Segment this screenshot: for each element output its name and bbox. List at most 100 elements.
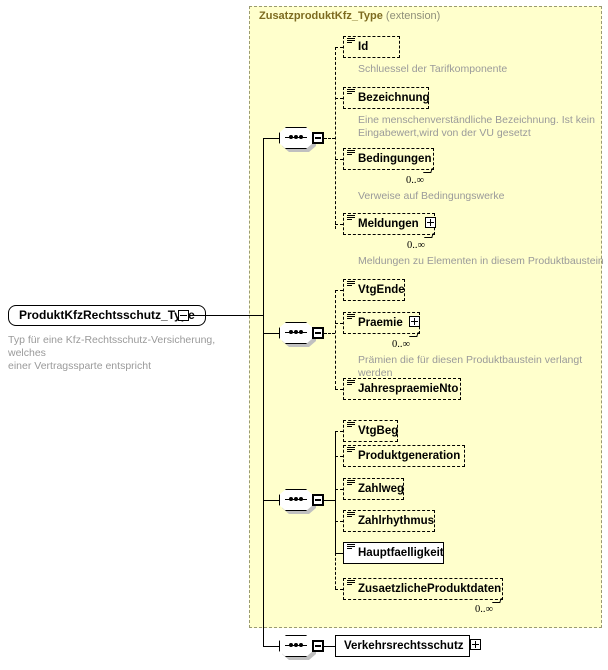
element-box-hauptfaelligkeit[interactable]: Hauptfaelligkeit <box>343 542 446 566</box>
element-label: Bedingungen <box>358 153 432 165</box>
main-trunk-line <box>263 138 264 646</box>
branch-line-bezeichnung <box>335 98 343 99</box>
element-label: Bezeichnung <box>358 92 430 104</box>
element-lines-icon <box>347 215 355 222</box>
cardinality-zusaetzlicheproduktdaten: 0..∞ <box>475 604 493 615</box>
root-annotation: Typ für eine Kfz-Rechtsschutz-Versicheru… <box>8 334 216 372</box>
root-type-box[interactable]: ProduktKfzRechtsschutz_Type <box>8 305 208 328</box>
element-lines-icon <box>347 447 355 454</box>
element-box-shadow <box>347 40 402 60</box>
cardinality-bedingungen: 0..∞ <box>406 175 424 186</box>
element-lines-icon <box>347 380 355 387</box>
branch-line-id <box>335 47 343 48</box>
sequence-2-stub <box>324 333 335 334</box>
element-label: Verkehrsrechtsschutz <box>344 640 464 652</box>
sequence-2-dot <box>299 330 303 334</box>
sequence-4-stub <box>324 646 335 647</box>
root-type-label: ProduktKfzRechtsschutz_Type <box>19 308 195 322</box>
sequence-1-dot <box>299 135 303 139</box>
annotation-praemie: Prämien die für diesen Produktbaustein v… <box>358 354 583 379</box>
element-box-praemie[interactable]: Praemie <box>343 312 422 336</box>
element-label: Zahlweg <box>358 483 405 495</box>
sequence-3-bus-solid <box>335 431 336 553</box>
element-lines-icon <box>347 150 355 157</box>
element-label: Meldungen <box>358 218 419 230</box>
sequence-compositor-1[interactable] <box>279 127 324 152</box>
sequence-2-dot <box>289 330 293 334</box>
element-box-meldungen[interactable]: Meldungen <box>343 213 437 237</box>
meldungen-plus-icon[interactable] <box>424 217 436 229</box>
extension-title: ZusatzproduktKfz_Type (extension) <box>259 10 440 22</box>
cardinality-meldungen: 0..∞ <box>407 240 425 251</box>
element-lines-icon <box>347 580 355 587</box>
sequence-3-dot <box>299 497 303 501</box>
element-box-vtgbeg[interactable]: VtgBeg <box>343 420 400 444</box>
extension-kind: (extension) <box>385 10 441 22</box>
annotation-meldungen: Meldungen zu Elementen in diesem Produkt… <box>358 255 604 267</box>
element-label: VtgEnde <box>358 284 405 296</box>
trunk-to-sequence-1 <box>263 138 279 139</box>
sequence-1-bus <box>335 47 336 229</box>
element-lines-icon <box>347 480 355 487</box>
sequence-1-dot <box>289 135 293 139</box>
sequence-2-dot <box>294 330 298 334</box>
cardinality-praemie: 0..∞ <box>392 339 410 350</box>
element-label: Zahlrhythmus <box>358 515 435 527</box>
repeat-marker-meldungen <box>425 233 434 239</box>
sequence-1-stub <box>324 138 335 139</box>
sequence-2-minus-icon[interactable] <box>312 327 324 339</box>
extension-type-name: ZusatzproduktKfz_Type <box>259 10 383 22</box>
element-box-jahrespraemiento[interactable]: JahrespraemieNto <box>343 378 463 402</box>
praemie-plus-icon[interactable] <box>408 316 420 328</box>
element-box-vtgende[interactable]: VtgEnde <box>343 279 407 303</box>
sequence-3-bus-dashed <box>335 553 336 589</box>
branch-line-produktgeneration <box>335 456 343 457</box>
sequence-2-bus <box>335 290 336 389</box>
annotation-bedingungen: Verweise auf Bedingungswerke <box>358 190 505 202</box>
sequence-1-minus-icon[interactable] <box>312 132 324 144</box>
branch-line-zahlrhythmus <box>335 521 343 522</box>
element-box-verkehrsrechtsschutz[interactable]: Verkehrsrechtsschutz <box>335 635 481 659</box>
branch-line-jahrespraemiento <box>335 389 343 390</box>
sequence-compositor-3[interactable] <box>279 489 324 514</box>
element-box-bedingungen[interactable]: Bedingungen <box>343 148 436 172</box>
element-lines-icon <box>347 89 355 96</box>
sequence-3-stub <box>324 500 335 501</box>
sequence-4-dot <box>294 643 298 647</box>
sequence-4-minus-icon[interactable] <box>312 640 324 652</box>
element-label: Praemie <box>358 317 403 329</box>
element-box-zahlweg[interactable]: Zahlweg <box>343 478 406 502</box>
branch-line-zahlweg <box>335 489 343 490</box>
annotation-id: Schluessel der Tarifkomponente <box>358 63 508 75</box>
element-lines-icon <box>347 512 355 519</box>
branch-line-praemie <box>335 323 343 324</box>
branch-line-meldungen <box>335 224 343 225</box>
sequence-compositor-4[interactable] <box>279 635 324 660</box>
element-label: VtgBeg <box>358 425 399 437</box>
sequence-compositor-2[interactable] <box>279 322 324 347</box>
verkehrsrechtsschutz-plus-icon[interactable] <box>469 639 481 651</box>
element-box-zahlrhythmus[interactable]: Zahlrhythmus <box>343 510 437 534</box>
trunk-to-sequence-2 <box>263 333 279 334</box>
root-minus-icon[interactable] <box>178 310 189 321</box>
sequence-4-dot <box>299 643 303 647</box>
element-box-produktgeneration[interactable]: Produktgeneration <box>343 445 467 469</box>
sequence-4-dot <box>289 643 293 647</box>
element-label: Id <box>358 41 369 53</box>
sequence-1-dot <box>294 135 298 139</box>
sequence-3-minus-icon[interactable] <box>312 494 324 506</box>
element-lines-icon <box>347 314 355 321</box>
annotation-bezeichnung: Eine menschenverständliche Bezeichnung. … <box>358 114 595 139</box>
element-lines-icon <box>347 544 355 551</box>
element-lines-icon <box>347 422 355 429</box>
repeat-marker-bedingungen <box>424 168 433 174</box>
element-label: Produktgeneration <box>358 450 461 462</box>
branch-line-vtgende <box>335 290 343 291</box>
branch-line-bedingungen <box>335 159 343 160</box>
branch-line-vtgbeg <box>335 431 343 432</box>
element-box-id[interactable]: Id <box>343 36 402 60</box>
element-box-bezeichnung[interactable]: Bezeichnung <box>343 87 431 111</box>
element-label: JahrespraemieNto <box>358 383 459 395</box>
element-box-zusaetzlicheproduktdaten[interactable]: ZusaetzlicheProduktdaten <box>343 578 505 602</box>
